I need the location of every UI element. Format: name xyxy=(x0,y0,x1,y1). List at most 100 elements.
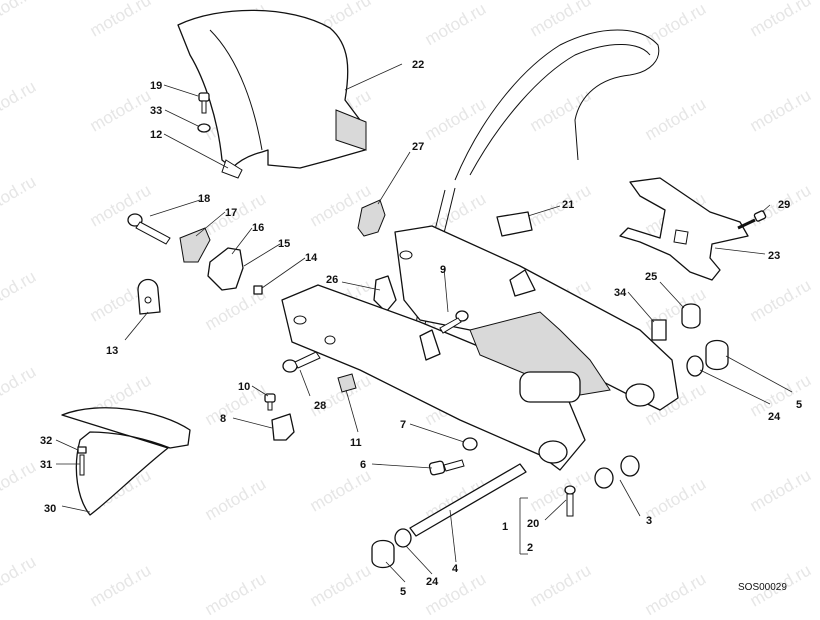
bolt-6 xyxy=(428,459,465,476)
watermark-text: motod.ru xyxy=(0,77,39,127)
bracket-27 xyxy=(357,199,386,237)
callout-27: 27 xyxy=(412,141,424,153)
callout-3: 3 xyxy=(646,515,652,527)
watermark-text: motod.ru xyxy=(0,172,39,222)
callout-15: 15 xyxy=(278,238,290,250)
watermark-text: motod.ru xyxy=(527,561,595,611)
watermark-text: motod.ru xyxy=(747,276,815,326)
watermark-text: motod.ru xyxy=(87,0,155,41)
washer-3b xyxy=(620,455,640,477)
cap-5-right xyxy=(705,339,729,371)
washer-3a xyxy=(594,467,614,489)
callout-12: 12 xyxy=(150,129,162,141)
bolt-18 xyxy=(127,213,171,245)
watermark-text: motod.ru xyxy=(527,86,595,136)
watermark-text: motod.ru xyxy=(0,457,39,507)
watermark-text: motod.ru xyxy=(87,561,155,611)
rear-mudguard xyxy=(177,9,367,179)
adjuster-16 xyxy=(207,247,244,291)
callout-34: 34 xyxy=(614,287,627,299)
watermark-text: motod.ru xyxy=(0,362,39,412)
axle-4 xyxy=(409,463,527,537)
callout-32: 32 xyxy=(40,435,52,447)
callout-25: 25 xyxy=(645,271,657,283)
callout-29: 29 xyxy=(778,199,790,211)
nut-32 xyxy=(77,446,87,454)
callout-5-right: 5 xyxy=(796,399,802,411)
watermark-text: motod.ru xyxy=(747,0,815,41)
watermark-text: motod.ru xyxy=(642,569,710,615)
watermark-text: motod.ru xyxy=(202,569,270,615)
callout-6: 6 xyxy=(360,459,366,471)
bolt-10 xyxy=(264,393,276,411)
callout-5-lower: 5 xyxy=(400,586,406,598)
leader-lines xyxy=(55,63,793,583)
watermark-text: motod.ru xyxy=(307,561,375,611)
callout-11: 11 xyxy=(350,437,362,449)
callout-1: 1 xyxy=(502,521,508,533)
callout-30: 30 xyxy=(44,503,56,515)
callout-26: 26 xyxy=(326,274,338,286)
watermark-text: motod.ru xyxy=(422,94,490,144)
cap-5-lower xyxy=(371,539,395,569)
watermark-text: motod.ru xyxy=(527,181,595,231)
watermark-text: motod.ru xyxy=(0,267,39,317)
callout-33: 33 xyxy=(150,105,162,117)
watermark-text: motod.ru xyxy=(307,466,375,516)
bushing-25 xyxy=(681,303,701,329)
bolt-28 xyxy=(282,351,321,373)
watermark-text: motod.ru xyxy=(642,0,710,49)
callout-9: 9 xyxy=(440,264,446,276)
callout-28: 28 xyxy=(314,400,326,412)
plate-34 xyxy=(651,319,667,341)
watermark-text: motod.ru xyxy=(202,379,270,429)
nut-15 xyxy=(253,285,263,295)
washer-7 xyxy=(462,437,478,451)
callout-24-right: 24 xyxy=(768,411,781,423)
drawing-code: SOS00029 xyxy=(738,582,787,593)
bolt-19 xyxy=(198,92,210,114)
bracket-17 xyxy=(179,227,211,263)
pad-21 xyxy=(496,211,533,237)
screw-31 xyxy=(79,454,85,476)
callout-19: 19 xyxy=(150,80,162,92)
callout-20: 20 xyxy=(527,518,539,530)
watermark-text: motod.ru xyxy=(87,86,155,136)
callout-21: 21 xyxy=(562,199,574,211)
grab-plate-23 xyxy=(619,177,749,281)
chain-guard-30 xyxy=(61,407,191,516)
callout-22: 22 xyxy=(412,59,424,71)
watermark-text: motod.ru xyxy=(422,0,490,49)
callout-7: 7 xyxy=(400,419,406,431)
watermark-text: motod.ru xyxy=(202,474,270,524)
ring-24-lower xyxy=(394,528,412,548)
watermark-text: motod.ru xyxy=(527,466,595,516)
clip-26 xyxy=(373,275,397,313)
callout-13: 13 xyxy=(106,345,118,357)
bolt-9 xyxy=(439,310,469,334)
bolt-29 xyxy=(737,210,767,230)
callout-16: 16 xyxy=(252,222,264,234)
callout-10: 10 xyxy=(238,381,250,393)
callout-labels: 22 19 33 12 27 21 29 23 18 17 16 15 14 9… xyxy=(40,59,802,598)
callout-14: 14 xyxy=(305,252,318,264)
swingarm xyxy=(281,225,679,471)
callout-4: 4 xyxy=(452,563,459,575)
nut-11 xyxy=(337,373,357,393)
watermark-text: motod.ru xyxy=(642,94,710,144)
watermark-text: motod.ru xyxy=(747,86,815,136)
watermark-text: motod.ru xyxy=(527,0,595,41)
watermark-text: motod.ru xyxy=(0,0,39,32)
callout-18: 18 xyxy=(198,193,210,205)
watermark-text: motod.ru xyxy=(747,371,815,421)
watermark-text: motod.ru xyxy=(747,466,815,516)
callout-17: 17 xyxy=(225,207,237,219)
callout-8: 8 xyxy=(220,413,226,425)
callout-23: 23 xyxy=(768,250,780,262)
callout-2: 2 xyxy=(527,542,533,554)
ring-24-right xyxy=(686,355,704,377)
bolt-20 xyxy=(564,485,576,517)
watermark-text: motod.ru xyxy=(0,552,39,602)
washer-33 xyxy=(197,123,211,133)
